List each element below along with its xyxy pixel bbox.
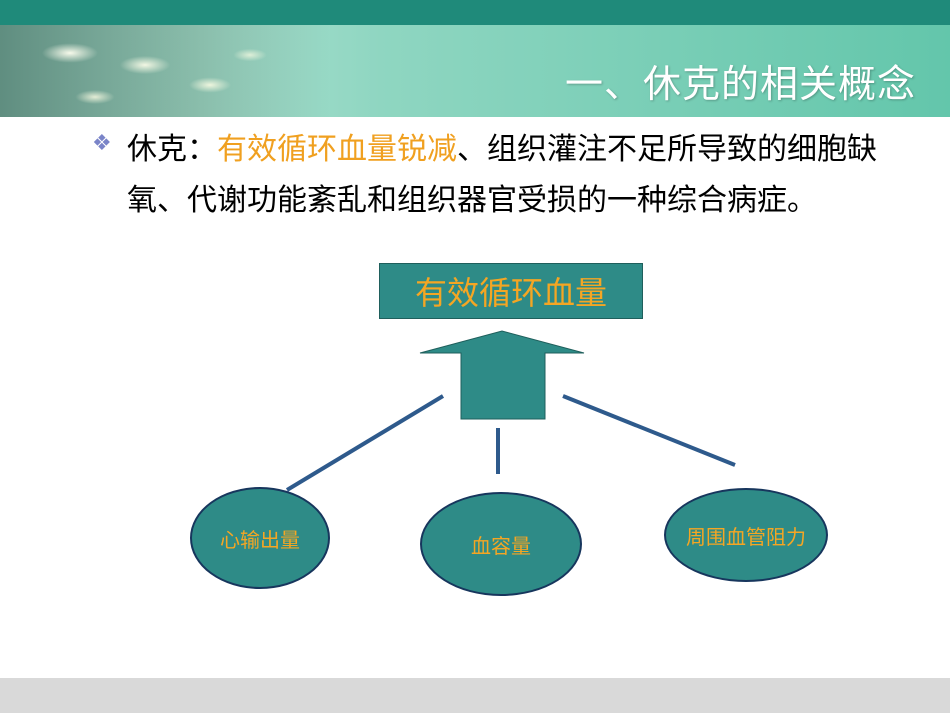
- node-blood-volume: 血容量: [420, 492, 582, 596]
- diamond-bullet-icon: ❖: [92, 131, 112, 156]
- surgical-lights-image: [0, 25, 330, 117]
- effective-circulating-volume-box: 有效循环血量: [379, 263, 643, 319]
- footer-band: [0, 678, 950, 713]
- definition-rest: 、组织灌注不足所导致的细胞缺氧、代谢功能紊乱和组织器官受损的一种综合病症。: [127, 132, 877, 218]
- definition-term: 休克：: [127, 132, 217, 167]
- node-cardiac-output: 心输出量: [190, 487, 330, 589]
- page-title: 一、休克的相关概念: [564, 62, 916, 106]
- definition-highlight: 有效循环血量锐减: [217, 132, 457, 167]
- connector-right: [562, 394, 736, 467]
- definition-text: 休克：有效循环血量锐减、组织灌注不足所导致的细胞缺氧、代谢功能紊乱和组织器官受损…: [127, 124, 877, 226]
- up-arrow-icon: [419, 330, 585, 420]
- header-band: 一、休克的相关概念: [0, 25, 950, 117]
- connector-left: [285, 394, 445, 492]
- top-strip: [0, 0, 950, 25]
- node-peripheral-resistance: 周围血管阻力: [664, 488, 828, 582]
